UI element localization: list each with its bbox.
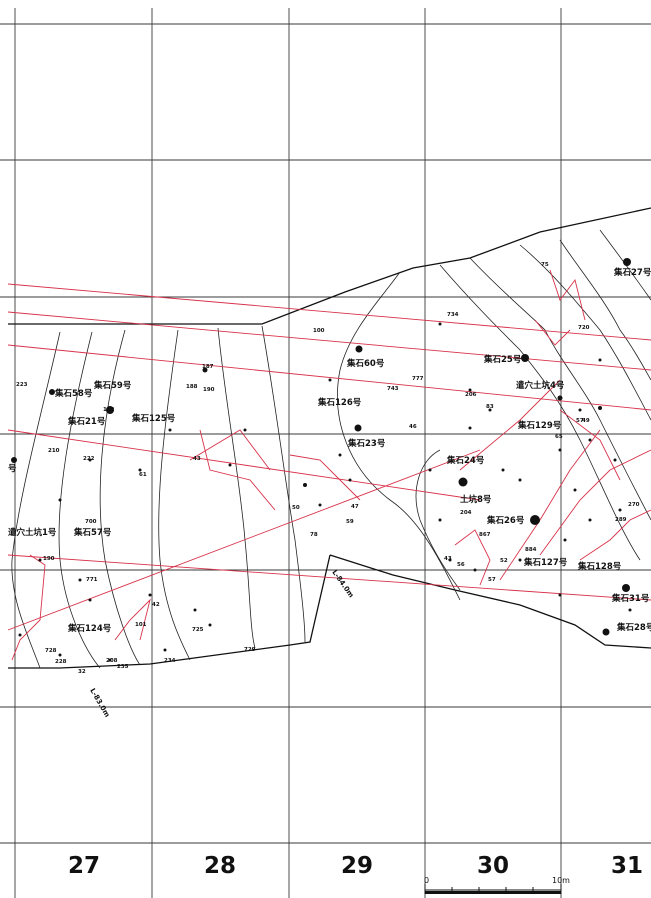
point-number: 56: [457, 562, 465, 568]
feature-label: 集石27号: [613, 267, 651, 278]
feature-label: 集石25号: [483, 354, 522, 365]
feature-label: 集石58号: [54, 388, 93, 399]
grid-column-numbers: 27 28 29 30 31: [68, 853, 643, 879]
contour-lines: [11, 229, 651, 669]
feature-label: 集石28号: [616, 622, 651, 633]
grid-lines: [0, 8, 651, 898]
feature-label: 集石26号: [486, 515, 525, 526]
point-number: 47: [351, 504, 359, 510]
point-number: 57: [488, 577, 496, 583]
grid-column-label: 29: [341, 853, 373, 879]
point-number: 235: [117, 664, 129, 670]
point-number: 228: [55, 659, 67, 665]
point-number: 210: [48, 448, 60, 454]
point-number: 190: [43, 556, 55, 562]
point-number: 61: [139, 472, 147, 478]
feature-label: 集石60号: [346, 358, 385, 369]
contour-label: L-84.0m: [330, 569, 355, 600]
point-number: 78: [310, 532, 318, 538]
point-number: 771: [86, 577, 98, 583]
scale-bar: [424, 884, 562, 894]
feature-label: 集石125号: [131, 413, 176, 424]
contour-labels: L-83.0m L-84.0m: [88, 569, 355, 719]
feature-label: 集石128号: [577, 561, 622, 572]
feature-label: 集石129号: [517, 420, 562, 431]
feature-label: 遣穴土坑1号: [8, 527, 57, 538]
point-number: 729: [244, 647, 256, 653]
refit-lines: [7, 269, 651, 661]
point-number: 187: [202, 364, 214, 370]
point-number: 102: [103, 407, 115, 413]
point-number: 270: [628, 502, 640, 508]
grid-column-label: 30: [477, 853, 509, 879]
point-number: 50: [292, 505, 300, 511]
point-number: 725: [192, 627, 204, 633]
point-number: 728: [45, 648, 57, 654]
feature-label: 集石21号: [67, 416, 106, 427]
feature-label: 集石57号: [73, 527, 112, 538]
point-number: 59: [346, 519, 354, 525]
point-number: 43: [193, 456, 201, 462]
point-number: 43: [444, 556, 452, 562]
point-number: 734: [447, 312, 459, 318]
feature-label: 集石124号: [67, 623, 112, 634]
point-number: 867: [479, 532, 491, 538]
point-number: 65: [555, 434, 563, 440]
grid-column-label: 27: [68, 853, 100, 879]
feature-label: 号: [8, 464, 17, 474]
feature-label: 集石127号: [523, 557, 568, 568]
scale-start-label: 0: [424, 876, 429, 885]
excavation-boundary: [8, 207, 651, 669]
point-number: 188: [186, 384, 198, 390]
point-number: 223: [16, 382, 28, 388]
point-number: 777: [412, 376, 424, 382]
point-number: 204: [460, 510, 472, 516]
point-number: 884: [525, 547, 537, 553]
point-numbers: 75 720 734 100 777 743 206 83 49 57 46 6…: [16, 262, 640, 675]
scale-end-label: 10m: [552, 876, 570, 885]
feature-label: 集石31号: [611, 593, 650, 604]
point-number: 700: [85, 519, 97, 525]
point-number: 206: [465, 392, 477, 398]
point-number: 222: [83, 456, 95, 462]
point-number: 52: [500, 558, 508, 564]
point-number: 289: [615, 517, 627, 523]
feature-label: 土坑8号: [460, 494, 492, 505]
point-number: 83: [486, 404, 494, 410]
point-number: 234: [164, 658, 176, 664]
point-number: 743: [387, 386, 399, 392]
point-number: 75: [541, 262, 549, 268]
feature-label: 集石126号: [317, 397, 362, 408]
point-number: 57: [576, 418, 584, 424]
point-number: 208: [106, 658, 118, 664]
point-number: 720: [578, 325, 590, 331]
feature-label: 集石59号: [93, 380, 132, 391]
point-number: 100: [313, 328, 325, 334]
feature-labels: 集石27号 集石60号 集石25号 遣穴土坑4号 集石58号 集石59号 集石2…: [8, 267, 651, 634]
feature-label: 集石24号: [446, 455, 485, 466]
artifact-points: [18, 322, 632, 662]
point-number: 49: [582, 418, 590, 424]
grid-column-label: 28: [204, 853, 236, 879]
stone-clusters: [11, 258, 631, 636]
feature-label: 遣穴土坑4号: [516, 380, 565, 391]
contour-label: L-83.0m: [88, 687, 111, 719]
point-number: 190: [203, 387, 215, 393]
point-number: 46: [409, 424, 417, 430]
feature-label: 集石23号: [347, 438, 386, 449]
point-number: 32: [78, 669, 86, 675]
point-number: 42: [152, 602, 160, 608]
point-number: 101: [135, 622, 147, 628]
grid-column-label: 31: [611, 853, 643, 879]
